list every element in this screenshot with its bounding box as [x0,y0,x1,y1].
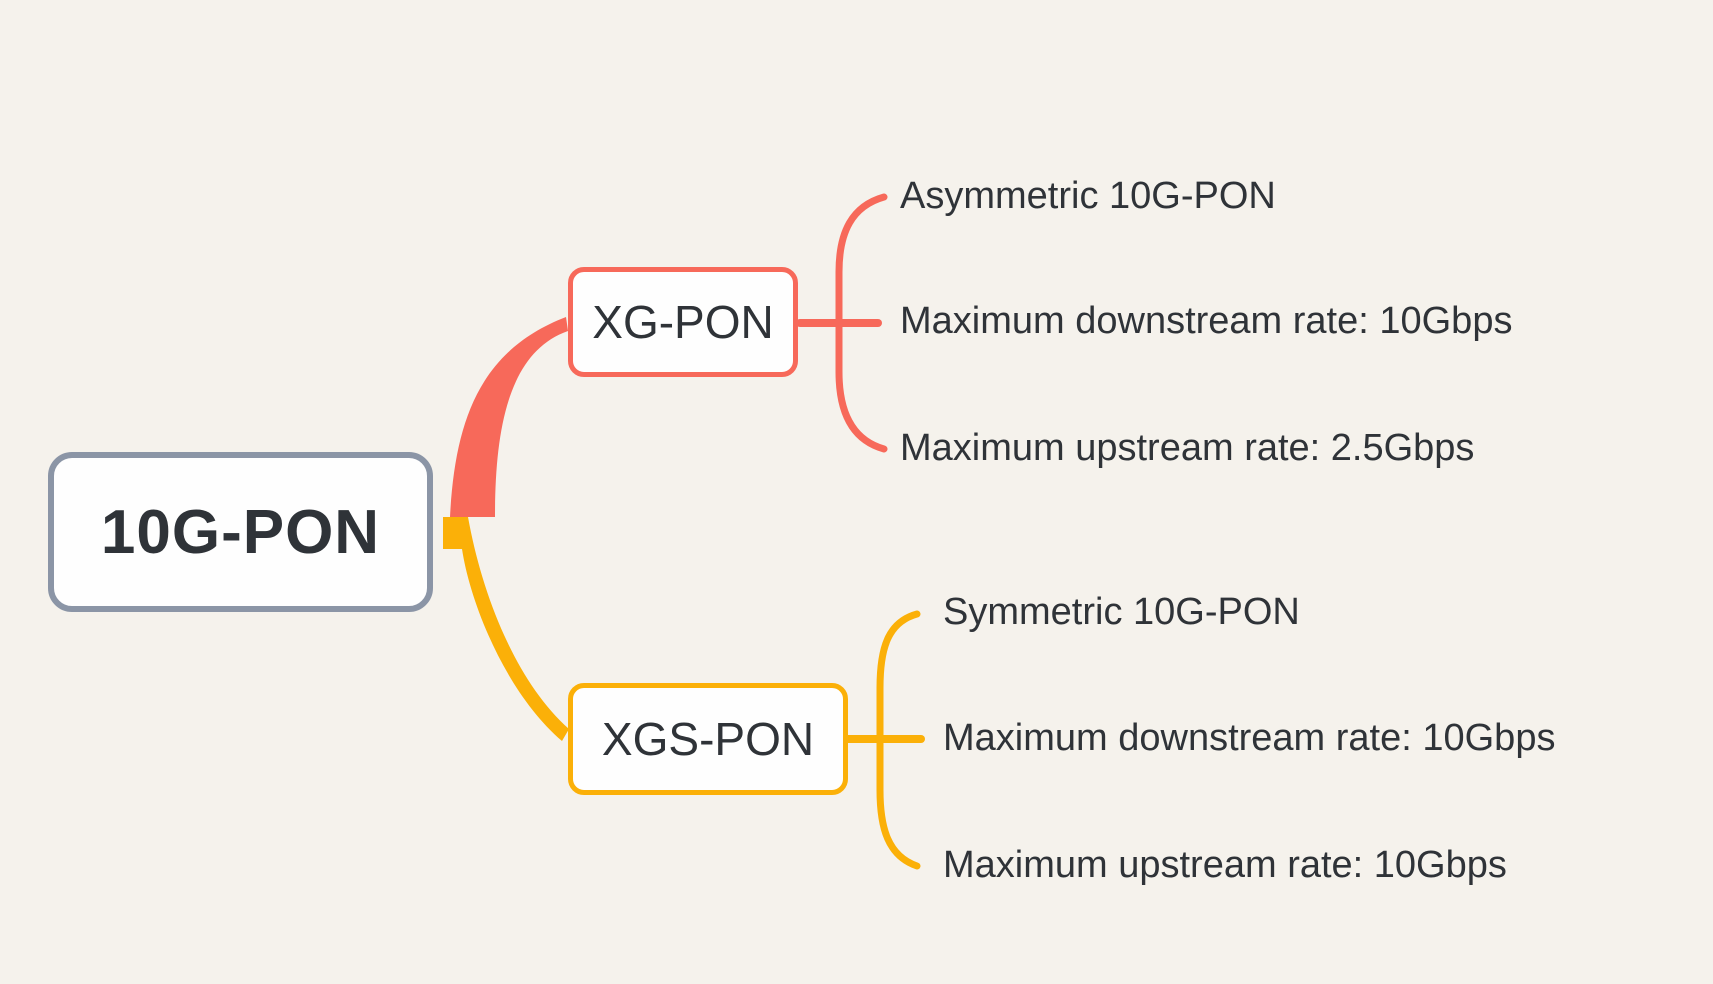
leaf-asymmetric-10g-pon[interactable]: Asymmetric 10G-PON [900,175,1276,218]
leaf-xg-pon-max-downstream[interactable]: Maximum downstream rate: 10Gbps [900,300,1513,343]
branch-node-xg-pon[interactable]: XG-PON [568,267,798,377]
leaf-xg-pon-max-upstream[interactable]: Maximum upstream rate: 2.5Gbps [900,427,1475,470]
branch-node-xgs-pon[interactable]: XGS-PON [568,683,848,795]
branch-node-xg-pon-label: XG-PON [592,296,774,348]
root-node-10g-pon[interactable]: 10G-PON [48,452,433,612]
leaf-symmetric-10g-pon[interactable]: Symmetric 10G-PON [943,591,1300,634]
root-node-label: 10G-PON [100,497,381,567]
leaf-xgs-pon-max-downstream[interactable]: Maximum downstream rate: 10Gbps [943,717,1556,760]
branch-curve-root-to-xgs-pon [443,517,569,741]
branch-node-xgs-pon-label: XGS-PON [601,713,815,765]
branch-curve-root-to-xg-pon [450,317,568,517]
leaf-xgs-pon-max-upstream[interactable]: Maximum upstream rate: 10Gbps [943,844,1507,887]
